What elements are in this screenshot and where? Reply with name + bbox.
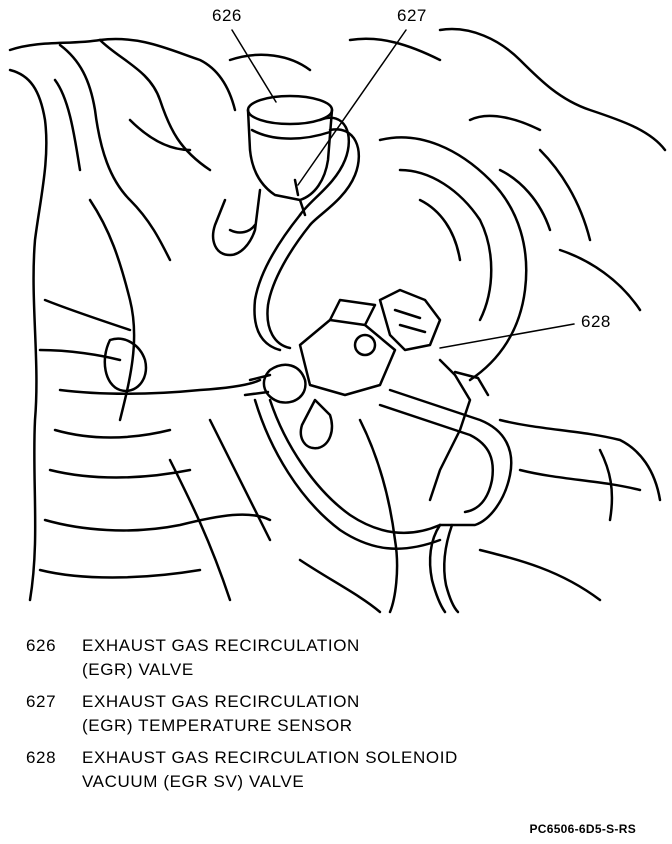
legend-item-627: 627 EXHAUST GAS RECIRCULATION (EGR) TEMP…: [26, 690, 646, 738]
legend-item-626: 626 EXHAUST GAS RECIRCULATION (EGR) VALV…: [26, 634, 646, 682]
leader-line-627: [297, 29, 407, 186]
legend-number: 627: [26, 692, 57, 711]
legend-number: 626: [26, 636, 57, 655]
legend-item-628: 628 EXHAUST GAS RECIRCULATION SOLENOID V…: [26, 746, 646, 794]
legend-description-line: (EGR) VALVE: [82, 660, 194, 679]
egr-solenoid-valve-drawing: [243, 288, 442, 450]
callout-627: 627: [397, 6, 427, 25]
engine-background: [8, 27, 667, 614]
legend-description-line: EXHAUST GAS RECIRCULATION SOLENOID: [82, 748, 458, 767]
leader-lines: [231, 29, 575, 349]
vacuum-hose-loop: [253, 358, 513, 614]
legend: 626 EXHAUST GAS RECIRCULATION (EGR) VALV…: [26, 634, 646, 802]
legend-description-line: EXHAUST GAS RECIRCULATION: [82, 636, 360, 655]
leader-line-626: [231, 29, 277, 103]
legend-description-line: VACUUM (EGR SV) VALVE: [82, 772, 305, 791]
egr-component-illustration: [8, 27, 667, 614]
leader-line-628: [439, 323, 575, 349]
egr-valve-drawing: [211, 94, 334, 257]
legend-number: 628: [26, 748, 57, 767]
legend-description-line: (EGR) TEMPERATURE SENSOR: [82, 716, 353, 735]
callout-626: 626: [212, 6, 242, 25]
figure-code: PC6506-6D5-S-RS: [529, 822, 636, 836]
egr-temperature-sensor-wire: [253, 116, 361, 352]
legend-description-line: EXHAUST GAS RECIRCULATION: [82, 692, 360, 711]
callout-628: 628: [581, 312, 611, 331]
